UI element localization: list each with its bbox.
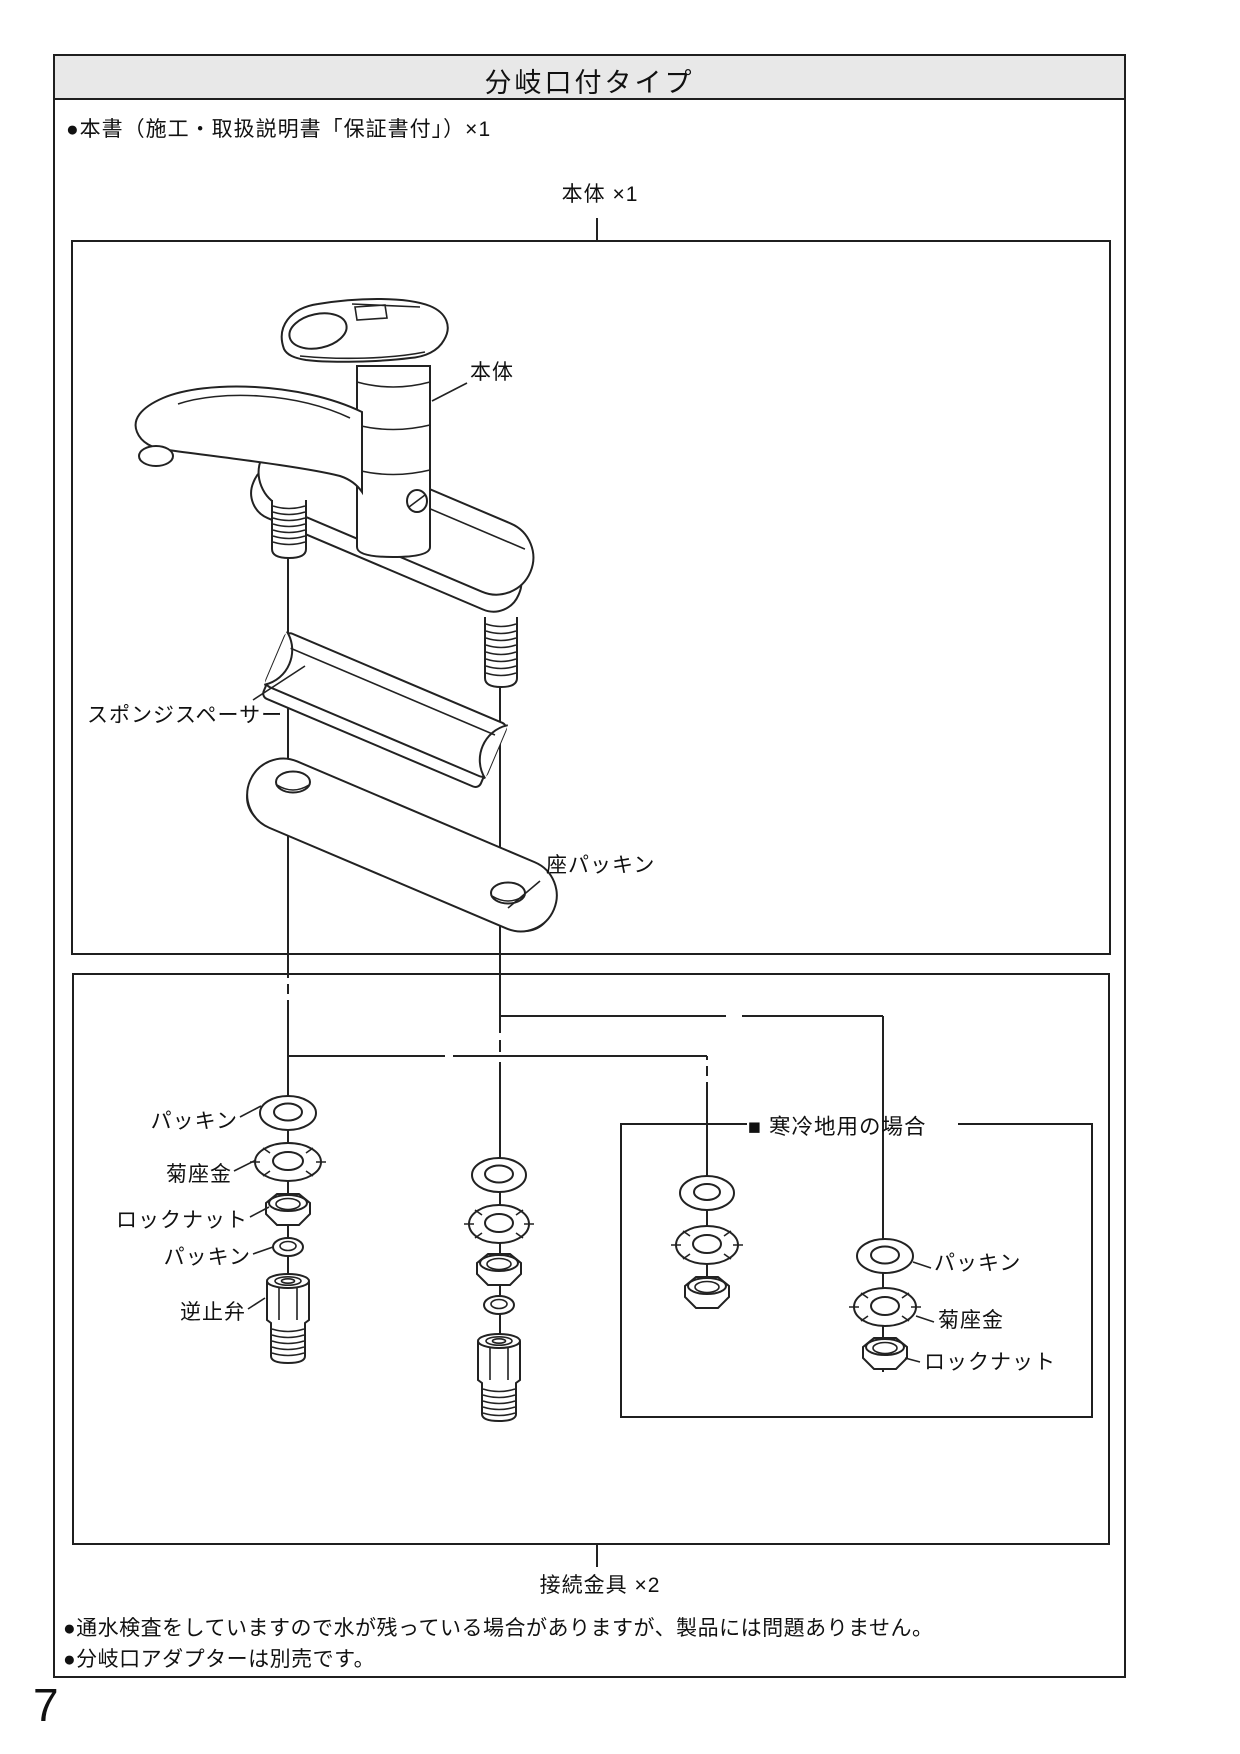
page-number: 7: [33, 1679, 59, 1731]
cold-box-bottom: [620, 1416, 1093, 1418]
label-check-valve: 逆止弁: [180, 1301, 246, 1324]
label-lock-nut-1: ロックナット: [116, 1209, 248, 1232]
label-kiku-washer-cold: 菊座金: [938, 1309, 1004, 1332]
fitting-caption: 接続金具 ×2: [539, 1574, 661, 1597]
cold-box-top-left: [620, 1123, 747, 1125]
outer-frame: [53, 54, 1126, 1678]
cold-box-right: [1091, 1123, 1093, 1418]
label-seat-packing: 座パッキン: [546, 854, 656, 877]
included-document-note: ●本書（施工・取扱説明書「保証書付」）×1: [66, 118, 492, 141]
label-packing-1: パッキン: [150, 1110, 238, 1133]
cold-region-title: ■ 寒冷地用の場合: [748, 1115, 927, 1139]
body-diagram-box: [71, 240, 1111, 955]
cold-box-top-right: [958, 1123, 1093, 1125]
label-kiku-washer-1: 菊座金: [166, 1163, 232, 1186]
body-caption: 本体 ×1: [561, 183, 639, 206]
header-bar: [55, 56, 1124, 100]
label-sponge-spacer: スポンジスペーサー: [87, 704, 284, 727]
label-packing-cold: パッキン: [934, 1252, 1022, 1275]
label-body: 本体: [470, 361, 514, 384]
fitting-diagram-box: [72, 973, 1110, 1545]
page-title: 分岐口付タイプ: [484, 68, 695, 98]
note-adapter-sold-separately: ●分岐口アダプターは別売です。: [63, 1648, 376, 1671]
label-lock-nut-cold: ロックナット: [924, 1351, 1056, 1374]
note-water-test: ●通水検査をしていますので水が残っている場合がありますが、製品には問題ありません…: [63, 1617, 934, 1640]
cold-box-left: [620, 1123, 622, 1418]
label-packing-2: パッキン: [163, 1246, 251, 1269]
